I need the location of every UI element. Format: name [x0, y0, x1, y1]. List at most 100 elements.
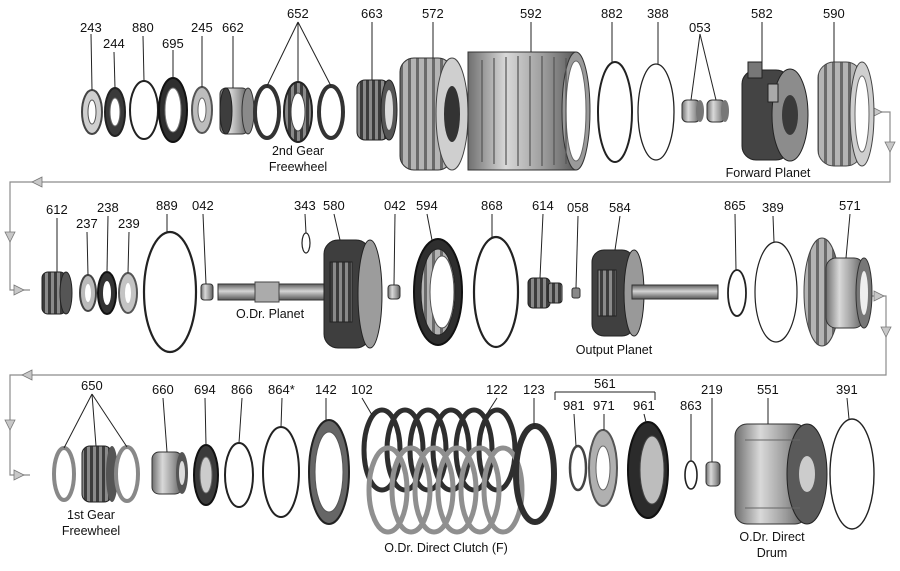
label-571: 571 [839, 198, 861, 213]
part-865-snap-ring [727, 269, 747, 317]
part-663-sprag [356, 79, 398, 141]
label-245: 245 [191, 20, 213, 35]
label-590: 590 [823, 6, 845, 21]
part-058-bushing [571, 287, 581, 299]
caption-1st-gear-freewheel: Freewheel [62, 524, 120, 538]
part-880-snap-ring [129, 80, 159, 140]
label-866: 866 [231, 382, 253, 397]
label-584: 584 [609, 200, 631, 215]
label-391: 391 [836, 382, 858, 397]
arrow-right-icon [13, 469, 25, 481]
part-971-return-spring [588, 429, 618, 507]
label-981: 981 [563, 398, 585, 413]
part-652-2nd-gear-freewheel [253, 81, 345, 143]
caption-odr-direct-clutch: O.Dr. Direct Clutch (F) [384, 541, 508, 555]
label-389: 389 [762, 200, 784, 215]
label-582: 582 [751, 6, 773, 21]
label-652: 652 [287, 6, 309, 21]
label-122: 122 [486, 382, 508, 397]
part-614-sun-gear [527, 277, 563, 309]
label-238: 238 [97, 200, 119, 215]
part-612-gear [41, 271, 73, 315]
part-863-snap-ring [684, 460, 698, 490]
part-594-ring-gear [413, 238, 463, 346]
part-582-forward-planet [741, 61, 809, 162]
flow-arrowheads [4, 106, 896, 481]
part-number-labels: 243 244 880 695 245 662 652 663 572 592 … [46, 6, 861, 413]
label-961: 961 [633, 398, 655, 413]
leader-lines [56, 21, 851, 462]
part-660-bearing-race [151, 451, 188, 495]
part-650-1st-gear-freewheel [52, 445, 140, 503]
row-2-parts [41, 230, 873, 354]
label-388: 388 [647, 6, 669, 21]
part-695-washer [158, 77, 188, 143]
label-572: 572 [422, 6, 444, 21]
arrow-right-icon [873, 290, 885, 302]
caption-2nd-gear: 2nd Gear [272, 144, 324, 158]
label-612: 612 [46, 202, 68, 217]
label-058: 058 [567, 200, 589, 215]
caption-1st-gear: 1st Gear [67, 508, 115, 522]
part-551-odr-direct-drum [734, 423, 828, 525]
label-663: 663 [361, 6, 383, 21]
label-053: 053 [689, 20, 711, 35]
part-123-clutch-plate [513, 423, 557, 525]
part-590-ring-gear [817, 61, 875, 167]
label-042b: 042 [384, 198, 406, 213]
label-880: 880 [132, 20, 154, 35]
row-1-parts [81, 51, 875, 171]
label-971: 971 [593, 398, 615, 413]
part-961-piston [627, 421, 669, 519]
label-239: 239 [118, 216, 140, 231]
arrow-left-icon [21, 369, 33, 381]
part-391-snap-ring [829, 418, 875, 530]
part-662-bearing-race [219, 87, 255, 135]
part-245-thrust-washer [191, 86, 213, 134]
part-868-snap-ring [472, 235, 520, 349]
label-142: 142 [315, 382, 337, 397]
caption-odr-direct-drum: Drum [757, 546, 788, 560]
label-882: 882 [601, 6, 623, 21]
part-571-clutch-hub [803, 237, 873, 347]
label-695: 695 [162, 36, 184, 51]
part-042b-bushing [387, 284, 401, 300]
label-592: 592 [520, 6, 542, 21]
part-882-snap-ring [597, 61, 633, 163]
part-142-pressure-plate [308, 419, 350, 525]
caption-2nd-gear-freewheel: Freewheel [269, 160, 327, 174]
part-102-122-clutch-pack [361, 407, 525, 535]
part-866-snap-ring [224, 442, 254, 508]
arrow-left-icon [31, 176, 43, 188]
part-864-snap-ring [262, 426, 300, 518]
part-981-snap-ring [568, 444, 588, 492]
part-580-odr-planet [217, 239, 383, 349]
arrow-down-icon [4, 419, 16, 431]
part-239-thrust-washer [118, 272, 138, 314]
arrow-right-icon [13, 284, 25, 296]
label-660: 660 [152, 382, 174, 397]
label-244: 244 [103, 36, 125, 51]
caption-output-planet: Output Planet [576, 343, 653, 357]
caption-odr-planet: O.Dr. Planet [236, 307, 305, 321]
arrow-down-icon [880, 326, 892, 338]
part-388-snap-ring [637, 63, 675, 161]
label-614: 614 [532, 198, 554, 213]
label-123: 123 [523, 382, 545, 397]
part-572-hub [399, 57, 469, 171]
row-3-parts [52, 407, 875, 535]
label-102: 102 [351, 382, 373, 397]
label-551: 551 [757, 382, 779, 397]
assembly-captions: 2nd Gear Freewheel Forward Planet O.Dr. … [62, 144, 811, 560]
part-243-thrust-washer [81, 89, 103, 135]
label-580: 580 [323, 198, 345, 213]
arrow-down-icon [884, 141, 896, 153]
part-343-o-ring [301, 232, 311, 254]
label-889: 889 [156, 198, 178, 213]
part-244-thrust-bearing [104, 87, 126, 137]
part-389-snap-ring [754, 241, 798, 343]
label-650: 650 [81, 378, 103, 393]
label-237: 237 [76, 216, 98, 231]
label-594: 594 [416, 198, 438, 213]
